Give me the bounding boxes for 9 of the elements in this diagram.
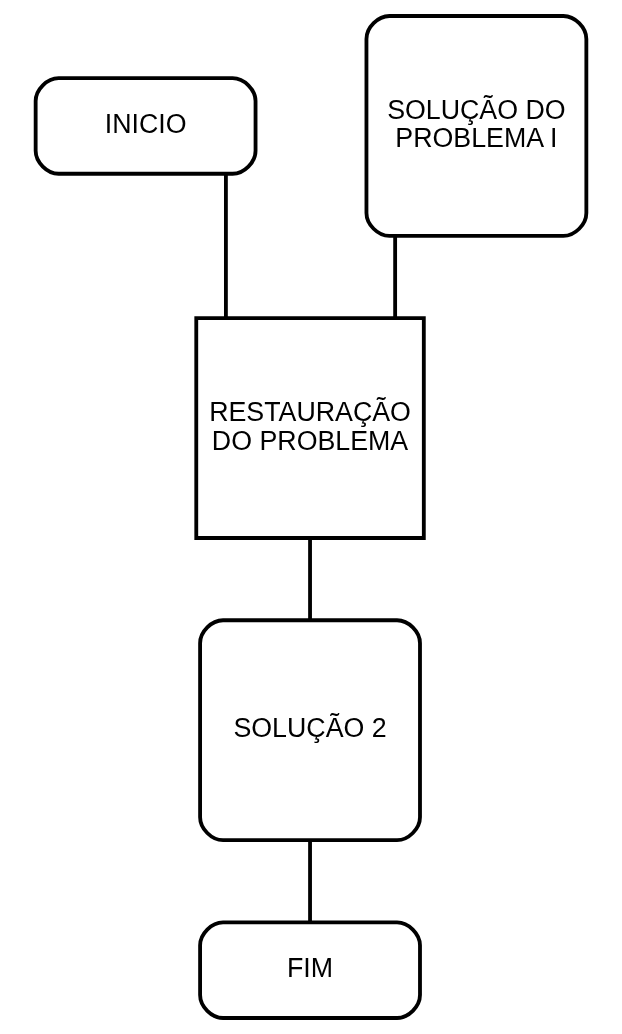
- connector: [393, 236, 398, 318]
- node-box: INICIO: [33, 76, 258, 176]
- node-box: FIM: [198, 920, 422, 1020]
- node-box: SOLUÇÃO 2: [198, 618, 422, 843]
- connector: [224, 173, 228, 318]
- connector: [308, 538, 312, 620]
- node-box: RESTAURAÇÃO DO PROBLEMA: [194, 316, 426, 540]
- connector: [308, 840, 312, 922]
- node-box: SOLUÇÃO DO PROBLEMA I: [364, 14, 589, 238]
